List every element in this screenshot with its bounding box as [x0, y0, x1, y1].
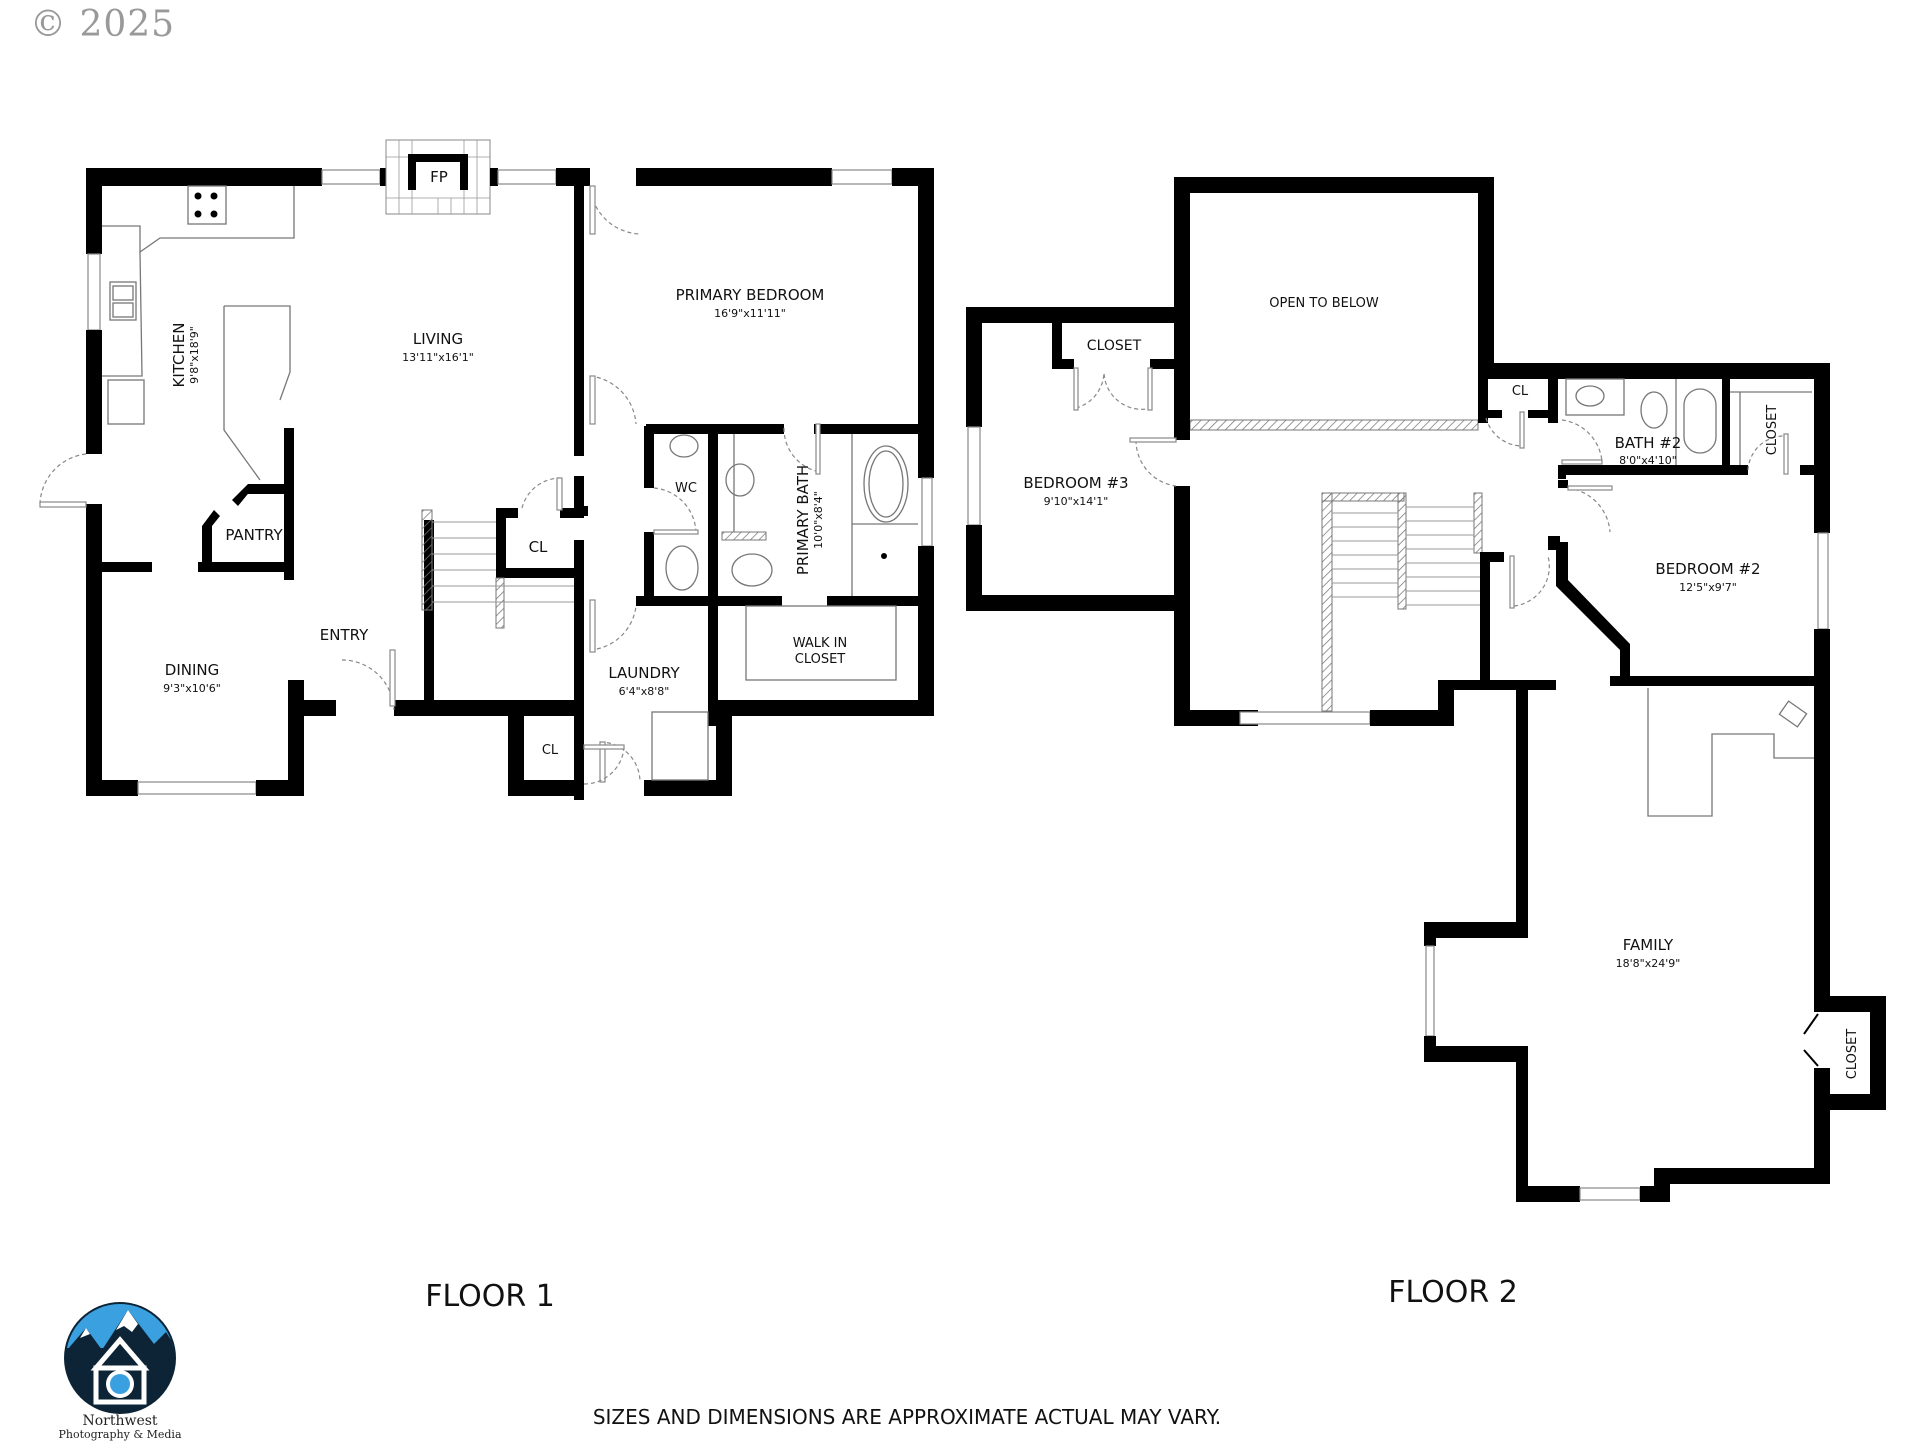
copyright-notice: © 2025: [30, 4, 176, 45]
floor-1-plan: FP KITCHEN 9'8"x18'9" LIVING 13'11"x16'1…: [39, 139, 934, 1314]
room-label-family: FAMILY: [1623, 936, 1674, 954]
bath-2-fixtures: [1565, 378, 1812, 465]
room-label-bedroom-3: BEDROOM #3: [1023, 474, 1128, 492]
room-label-closet: CLOSET: [795, 652, 846, 667]
kitchen-counters: [102, 185, 295, 481]
logo-text: Northwest Photography & Media: [44, 1414, 196, 1442]
room-label-primary-bedroom: PRIMARY BEDROOM: [676, 286, 825, 304]
bathtub-icon: [863, 445, 909, 523]
floor-2-label: FLOOR 2: [1388, 1275, 1518, 1310]
room-label-primary-bath: PRIMARY BATH: [794, 465, 812, 575]
disclaimer-text: SIZES AND DIMENSIONS ARE APPROXIMATE ACT…: [0, 1405, 1920, 1429]
room-label-closet-b2: CLOSET: [1765, 405, 1780, 456]
room-dims-laundry: 6'4"x8'8": [619, 685, 670, 698]
room-dims-family: 18'8"x24'9": [1616, 957, 1681, 970]
room-dims-kitchen: 9'8"x18'9": [188, 326, 201, 384]
bath-fixtures: [651, 434, 918, 781]
room-label-closet-family: CLOSET: [1845, 1029, 1860, 1080]
room-dims-bedroom-2: 12'5"x9'7": [1679, 581, 1737, 594]
sink-icon: [1778, 700, 1808, 728]
room-dims-dining: 9'3"x10'6": [163, 682, 221, 695]
room-dims-primary-bath: 10'0"x8'4": [812, 491, 825, 549]
room-label-wc: WC: [675, 481, 697, 496]
floor-1-label: FLOOR 1: [425, 1279, 555, 1314]
room-label-dining: DINING: [165, 661, 219, 679]
fireplace: [385, 139, 491, 215]
floor-2-stairs: [1321, 492, 1483, 712]
floor-2-plan: OPEN TO BELOW CLOSET BEDROOM #3 9'10"x14…: [966, 177, 1886, 1310]
door-swing-icon: [39, 453, 87, 505]
sink-icon: [109, 281, 137, 321]
room-dims-bath-2: 8'0"x4'10": [1619, 454, 1677, 467]
room-dims-bedroom-3: 9'10"x14'1": [1044, 495, 1109, 508]
cooktop-icon: [187, 185, 227, 225]
room-label-walk-in: WALK IN: [793, 636, 848, 651]
room-label-cl: CL: [529, 538, 548, 556]
room-label-living: LIVING: [413, 330, 463, 348]
room-label-cl-f2: CL: [1512, 384, 1529, 399]
room-label-laundry: LAUNDRY: [608, 664, 680, 682]
room-label-fp: FP: [430, 168, 448, 186]
room-label-open-to-below: OPEN TO BELOW: [1269, 296, 1379, 311]
room-dims-primary-bedroom: 16'9"x11'11": [714, 307, 786, 320]
floor-1-labels: FP KITCHEN 9'8"x18'9" LIVING 13'11"x16'1…: [163, 168, 847, 758]
room-label-bath-2: BATH #2: [1615, 434, 1682, 452]
room-label-pantry: PANTRY: [225, 526, 283, 544]
fridge-icon: [107, 379, 145, 425]
floor-2-labels: OPEN TO BELOW CLOSET BEDROOM #3 9'10"x14…: [1023, 296, 1860, 1079]
company-logo: [64, 1302, 176, 1414]
room-label-closet-b3: CLOSET: [1087, 338, 1142, 354]
disclaimer: SIZES AND DIMENSIONS ARE APPROXIMATE ACT…: [592, 1405, 1222, 1429]
logo-company-name: Northwest: [82, 1413, 158, 1429]
logo-company-subtitle: Photography & Media: [58, 1428, 182, 1441]
room-label-kitchen: KITCHEN: [170, 323, 188, 388]
room-dims-living: 13'11"x16'1": [402, 351, 474, 364]
room-label-entry: ENTRY: [320, 626, 369, 644]
floor-1-stairs: [421, 509, 574, 629]
room-label-bedroom-2: BEDROOM #2: [1655, 560, 1760, 578]
room-label-cl-2: CL: [542, 743, 559, 758]
